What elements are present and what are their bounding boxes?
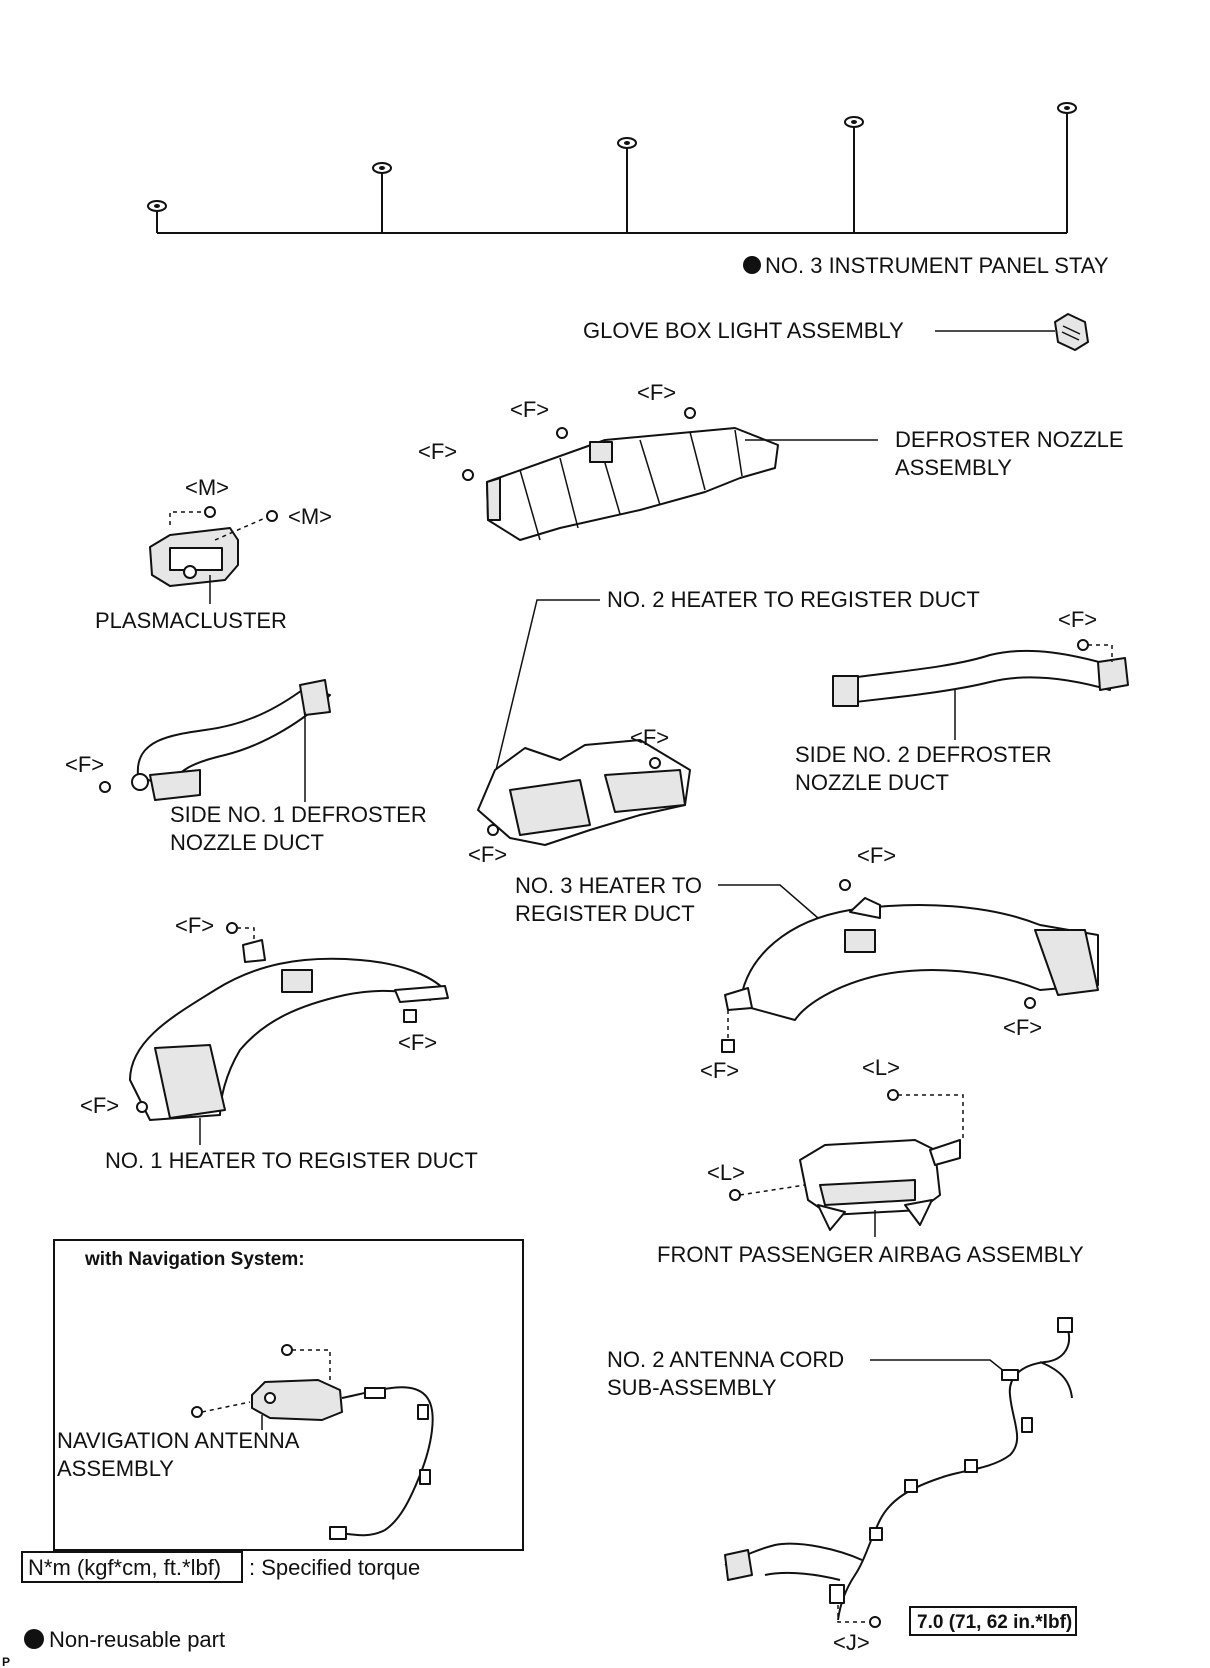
fastener-code-f: <F>	[1003, 1015, 1042, 1040]
defroster-label-line1: DEFROSTER NOZZLE	[895, 427, 1124, 452]
stay-bolt-icon	[1057, 102, 1077, 114]
nav-antenna-label-line1: NAVIGATION ANTENNA	[57, 1428, 300, 1453]
fastener-code-f: <F>	[175, 913, 214, 938]
screw-icon	[684, 407, 696, 419]
fastener-code-m: <M>	[288, 504, 332, 529]
fastener-code-l: <L>	[707, 1160, 745, 1185]
nonreusable-dot-icon	[743, 256, 761, 274]
connector-icon	[904, 1479, 918, 1493]
navigation-antenna-icon	[251, 1379, 343, 1421]
legend-torque-box-text: N*m (kgf*cm, ft.*lbf)	[28, 1555, 221, 1580]
fastener-code-f: <F>	[630, 725, 669, 750]
side-no1-defroster-duct-icon	[131, 679, 331, 801]
screw-icon	[204, 506, 216, 518]
nonreusable-dot-icon	[24, 1629, 44, 1649]
screw-icon	[1077, 639, 1089, 651]
bolt-icon	[403, 1009, 417, 1023]
screw-icon	[649, 757, 661, 769]
antenna-cord-label-line1: NO. 2 ANTENNA CORD	[607, 1347, 844, 1372]
stay-bolt-icon	[844, 116, 864, 128]
screw-icon	[1024, 997, 1036, 1009]
screw-icon	[729, 1189, 741, 1201]
screw-icon	[556, 427, 568, 439]
plasmacluster-icon	[149, 527, 239, 587]
no2-heater-duct-icon	[477, 739, 691, 846]
front-passenger-airbag-icon	[799, 1139, 961, 1231]
screw-icon	[136, 1101, 148, 1113]
screw-icon	[462, 469, 474, 481]
fastener-code-l: <L>	[862, 1055, 900, 1080]
defroster-nozzle-icon	[486, 427, 779, 541]
no3-heater-label-line1: NO. 3 HEATER TO	[515, 873, 702, 898]
screw-icon	[99, 781, 111, 793]
connector-icon	[829, 1584, 845, 1604]
connector-icon	[417, 1404, 429, 1420]
no1-heater-duct-icon	[129, 939, 449, 1121]
navigation-system-box	[53, 1239, 524, 1551]
bolt-icon	[721, 1039, 735, 1053]
fastener-code-f: <F>	[418, 439, 457, 464]
stay-bolt-icon	[372, 162, 392, 174]
stay-bolt-icon	[147, 200, 167, 212]
side1-label-line1: SIDE NO. 1 DEFROSTER	[170, 802, 427, 827]
connector-icon	[964, 1459, 978, 1473]
fastener-code-f: <F>	[857, 843, 896, 868]
connector-icon	[329, 1526, 347, 1540]
nav-box-title: with Navigation System:	[84, 1249, 305, 1270]
legend-nonreusable-text: Non-reusable part	[49, 1627, 225, 1652]
side-no2-defroster-duct-icon	[832, 649, 1129, 707]
antenna-cord-icon	[724, 1317, 1073, 1621]
no2-heater-label: NO. 2 HEATER TO REGISTER DUCT	[607, 587, 980, 612]
connector-icon	[1021, 1417, 1033, 1433]
fastener-code-f: <F>	[468, 842, 507, 867]
stay-bolt-icon	[617, 137, 637, 149]
instrument-panel-stay	[147, 102, 1077, 234]
screw-icon	[266, 510, 278, 522]
screw-icon	[487, 824, 499, 836]
screw-icon	[869, 1616, 881, 1628]
antenna-cord-label-line2: SUB-ASSEMBLY	[607, 1375, 777, 1400]
screw-icon	[887, 1089, 899, 1101]
torque-spec-value: 7.0 (71, 62 in.*lbf)	[917, 1612, 1072, 1633]
airbag-label: FRONT PASSENGER AIRBAG ASSEMBLY	[657, 1242, 1084, 1267]
no3-heater-label-line2: REGISTER DUCT	[515, 901, 695, 926]
connector-icon	[1057, 1317, 1073, 1333]
no1-heater-label: NO. 1 HEATER TO REGISTER DUCT	[105, 1148, 478, 1173]
fastener-code-m: <M>	[185, 475, 229, 500]
screw-icon	[281, 1344, 293, 1356]
connector-icon	[1001, 1369, 1019, 1381]
fastener-code-f: <F>	[510, 397, 549, 422]
fastener-code-f: <F>	[398, 1030, 437, 1055]
torque-spec-box	[909, 1606, 1077, 1636]
plasmacluster-label: PLASMACLUSTER	[95, 608, 287, 633]
fastener-code-f: <F>	[65, 752, 104, 777]
fastener-code-f: <F>	[700, 1058, 739, 1083]
glove-box-light-icon	[1054, 313, 1089, 351]
connector-icon	[364, 1387, 386, 1399]
screw-icon	[839, 879, 851, 891]
stay-label: NO. 3 INSTRUMENT PANEL STAY	[765, 253, 1109, 278]
fastener-code-f: <F>	[637, 380, 676, 405]
side2-label-line2: NOZZLE DUCT	[795, 770, 949, 795]
legend-torque-box	[21, 1551, 243, 1583]
glove-light-label: GLOVE BOX LIGHT ASSEMBLY	[583, 318, 904, 343]
screw-icon	[226, 922, 238, 934]
legend-torque-text: : Specified torque	[249, 1555, 420, 1580]
side1-label-line2: NOZZLE DUCT	[170, 830, 324, 855]
fastener-code-f: <F>	[1058, 607, 1097, 632]
connector-icon	[419, 1469, 431, 1485]
corner-mark: P	[2, 1655, 10, 1668]
defroster-label-line2: ASSEMBLY	[895, 455, 1012, 480]
side2-label-line1: SIDE NO. 2 DEFROSTER	[795, 742, 1052, 767]
screw-icon	[191, 1406, 203, 1418]
fastener-code-j: <J>	[833, 1630, 870, 1655]
no3-heater-duct-icon	[724, 897, 1099, 1021]
connector-icon	[869, 1527, 883, 1541]
fastener-code-f: <F>	[80, 1093, 119, 1118]
nav-antenna-label-line2: ASSEMBLY	[57, 1456, 174, 1481]
